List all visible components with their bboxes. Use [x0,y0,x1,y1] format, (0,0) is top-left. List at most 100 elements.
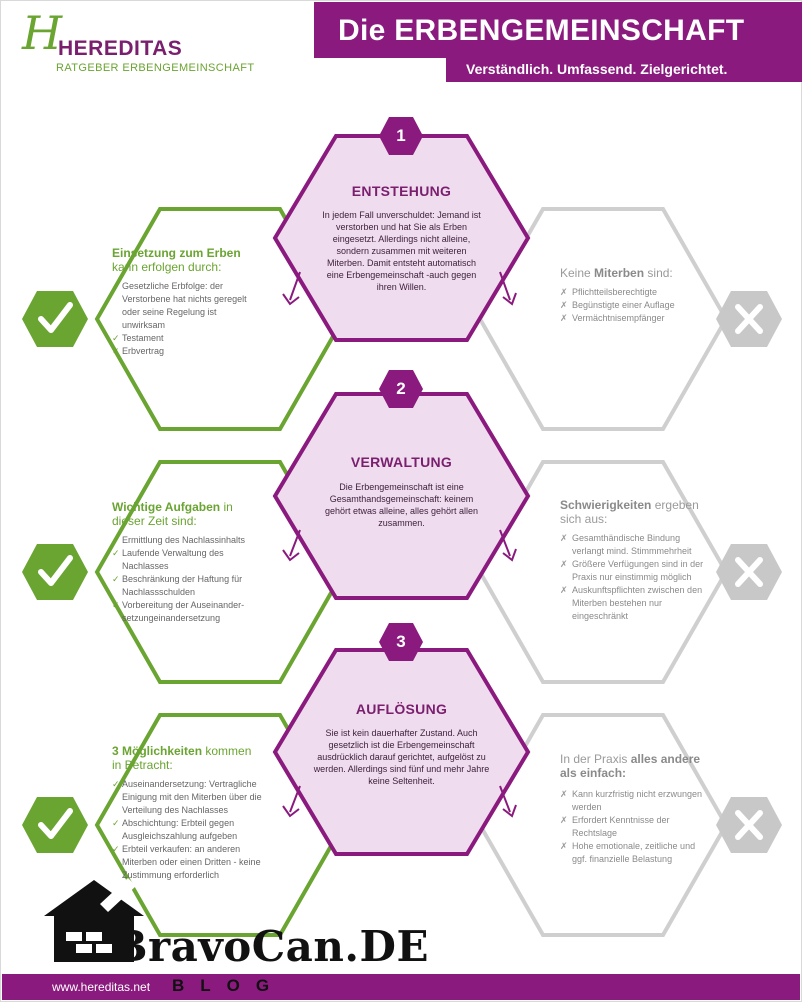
cross-icon [735,304,763,334]
list-item: Kann kurzfristig nicht erzwungen werden [560,788,710,814]
list-item: Auseinandersetzung: Vertragliche Einigun… [112,778,262,817]
stage-text-3: Sie ist kein dauerhafter Zustand. Auch g… [313,728,490,786]
list-item: Beschränkung der Haftung für Nachlasssch… [112,573,262,599]
house-brick [66,932,82,941]
arrow-2-left [282,529,301,562]
list-item: Vorbereitung der Auseinander-setzungeina… [112,599,262,625]
right-heading-pre: In der Praxis [560,752,628,766]
list-item: Auskunftspflichten zwischen den Miterben… [560,584,710,623]
stage-number-3: 3 [396,632,406,651]
center-hex-1 [272,134,531,342]
center-hex-3 [272,648,531,856]
left-panel-2: Wichtige Aufgaben in dieser Zeit sind: E… [112,500,262,625]
hammer-icon [100,878,136,912]
house-brick [76,944,92,953]
right-heading-rest: sind: [647,266,673,280]
logo-name: HEREDITAS [58,37,183,60]
list-item: Hohe emotionale, zeitliche und ggf. fina… [560,840,710,866]
left-heading-rest: in dieser Zeit sind: [112,500,233,528]
list-item: Gesetzliche Erbfolge: der Verstorbene ha… [112,280,262,332]
title-band [314,2,802,58]
stage-number-2: 2 [396,379,406,398]
left-heading-2: Wichtige Aufgaben in dieser Zeit sind: [112,500,262,528]
watermark-house-logo [44,878,144,962]
left-panel-1: Einsetzung zum Erben kann erfolgen durch… [112,246,262,358]
check-badge-1 [22,291,88,347]
list-item: Pflichtteilsberechtigte [560,286,710,299]
list-item: Erfordert Kenntnisse der Rechtslage [560,814,710,840]
watermark-tag: BLOG [172,976,286,995]
stage-title-3: AUFLÖSUNG [355,701,448,717]
left-list-3: Auseinandersetzung: Vertragliche Einigun… [112,778,262,882]
stage-title-1: ENTSTEHUNG [351,183,452,199]
badge-hex-2 [379,370,423,408]
arrow-1-right [499,271,517,306]
right-list-2: Gesamthändische Bindung verlangt mind. S… [560,532,710,623]
page-subtitle: Verständlich. Umfassend. Zielgerichtet. [466,61,728,77]
right-heading-pre: Keine [560,266,591,280]
number-badges [379,117,423,661]
right-heading-2: Schwierigkeiten ergeben sich aus: [560,498,710,526]
house-brick [96,944,112,953]
list-item: Begünstigte einer Auflage [560,299,710,312]
right-list-3: Kann kurzfristig nicht erzwungen werden … [560,788,710,866]
left-heading-3: 3 Möglichkeiten kommen in Betracht: [112,744,262,772]
logo-mark: H [22,6,63,60]
list-item: Gesamthändische Bindung verlangt mind. S… [560,532,710,558]
list-item: Testament [112,332,262,345]
flow-arrows [282,271,517,818]
right-panel-3: In der Praxis alles andere als einfach: … [560,752,710,866]
page-title: Die ERBENGEMEINSCHAFT [338,14,745,47]
right-heading-rest: ergeben sich aus: [560,498,699,526]
center-hexagons [272,134,531,856]
arrow-2-right [499,529,517,562]
right-heading-bold: Schwierigkeiten [560,498,652,512]
footer-url[interactable]: www.hereditas.net [52,980,151,994]
list-item: Abschichtung: Erbteil gegen Ausgleichsza… [112,817,262,843]
list-item: Laufende Verwaltung des Nachlasses [112,547,262,573]
right-heading-bold: alles andere als einfach: [560,752,701,780]
cross-icon [735,810,763,840]
logo-tagline: RATGEBER ERBENGEMEINSCHAFT [56,62,255,74]
right-heading-1: Keine Miterben sind: [560,266,710,280]
check-badge-3 [22,797,88,853]
badge-hex-1 [379,117,423,155]
left-list-1: Gesetzliche Erbfolge: der Verstorbene ha… [112,280,262,358]
right-panel-1: Keine Miterben sind: Pflichtteilsberecht… [560,266,710,325]
left-heading-bold: Einsetzung zum Erben [112,246,241,260]
list-item: Erbteil verkaufen: an anderen Miterben o… [112,843,262,882]
center-hex-2 [272,392,531,600]
cross-badges [716,291,782,853]
right-heading-3: In der Praxis alles andere als einfach: [560,752,710,780]
right-heading-bold: Miterben [594,266,645,280]
stage-title-2: VERWALTUNG [350,454,453,470]
check-badge-2 [22,544,88,600]
watermark-name: BravoCan.DE [112,922,429,971]
check-icon [38,808,73,839]
left-heading-1: Einsetzung zum Erben kann erfolgen durch… [112,246,262,274]
footer-bar [2,974,800,1000]
arrow-3-left [282,785,301,818]
list-item: Vermächtnisempfänger [560,312,710,325]
list-item: Ermittlung des Nachlassinhalts [112,534,262,547]
left-heading-bold: Wichtige Aufgaben [112,500,221,514]
left-heading-rest: kommen in Betracht: [112,744,252,772]
badge-hex-3 [379,623,423,661]
cross-icon [735,557,763,587]
list-item: Erbvertrag [112,345,262,358]
right-list-1: Pflichtteilsberechtigte Begünstigte eine… [560,286,710,325]
check-icon [38,302,73,333]
stage-text-1: In jedem Fall unverschuldet: Jemand ist … [322,210,481,292]
left-heading-bold: 3 Möglichkeiten [112,744,203,758]
left-panel-3: 3 Möglichkeiten kommen in Betracht: Ause… [112,744,262,882]
left-list-2: Ermittlung des Nachlassinhalts Laufende … [112,534,262,625]
right-panel-2: Schwierigkeiten ergeben sich aus: Gesamt… [560,498,710,623]
house-brick [86,932,102,941]
arrow-1-left [282,271,301,306]
arrow-3-right [499,785,517,818]
stage-text-2: Die Erbengemeinschaft ist eine Gesamthan… [324,482,479,528]
stage-number-1: 1 [396,126,406,145]
check-badges [22,291,88,853]
